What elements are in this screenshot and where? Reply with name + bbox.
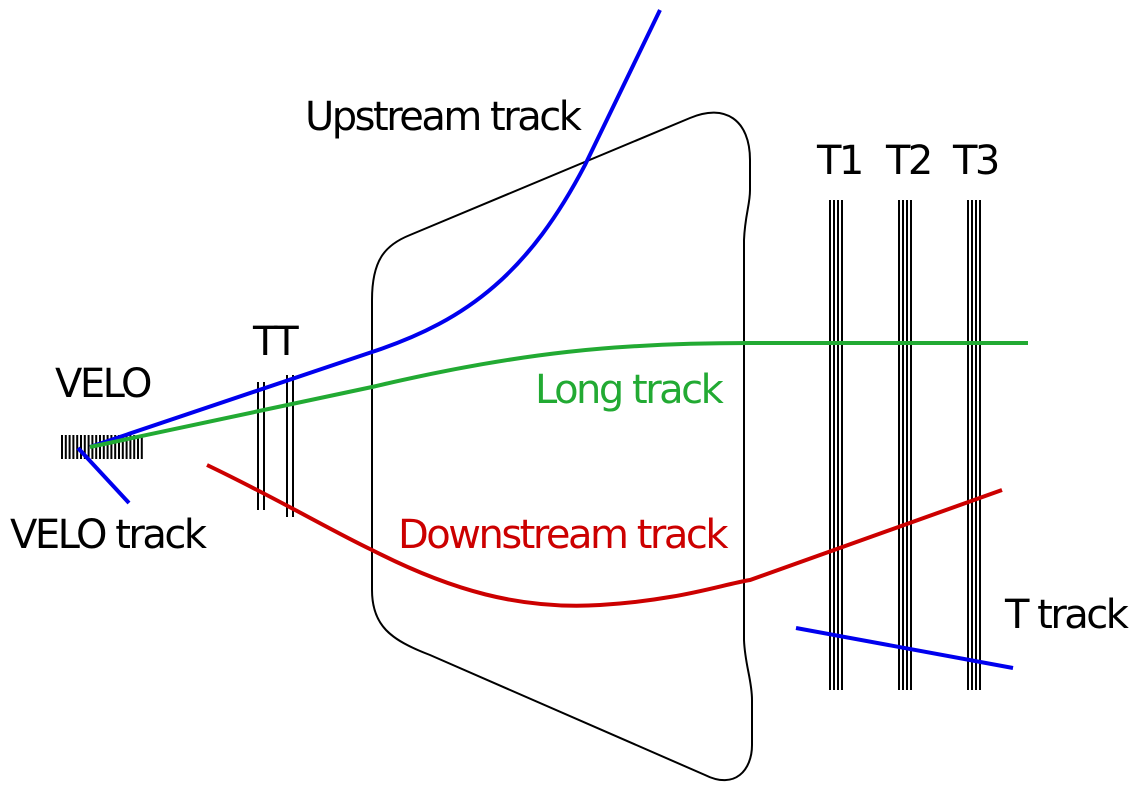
downstream-track-label: Downstream track: [398, 512, 729, 558]
t-track-line: [795, 626, 1014, 670]
velo-label: VELO: [55, 361, 151, 407]
t-track-label: T track: [1004, 592, 1130, 638]
t2-label: T2: [885, 138, 931, 184]
tt-label: TT: [252, 319, 299, 365]
t3-label: T3: [952, 138, 998, 184]
magnet-outline: [371, 111, 753, 782]
t2-station: [898, 200, 912, 690]
upstream-track-label: Upstream track: [305, 94, 583, 140]
long-track-line: [89, 341, 1028, 449]
velo-detector: [61, 435, 143, 459]
long-track-label: Long track: [535, 367, 725, 413]
downstream-track-line: [206, 463, 1003, 608]
velo-track-line: [76, 446, 131, 505]
velo-track-label: VELO track: [10, 512, 208, 558]
tt-station: [257, 375, 294, 517]
t1-station: [829, 200, 843, 690]
upstream-track-line: [89, 9, 662, 449]
t1-label: T1: [816, 138, 862, 184]
t3-station: [967, 200, 981, 690]
